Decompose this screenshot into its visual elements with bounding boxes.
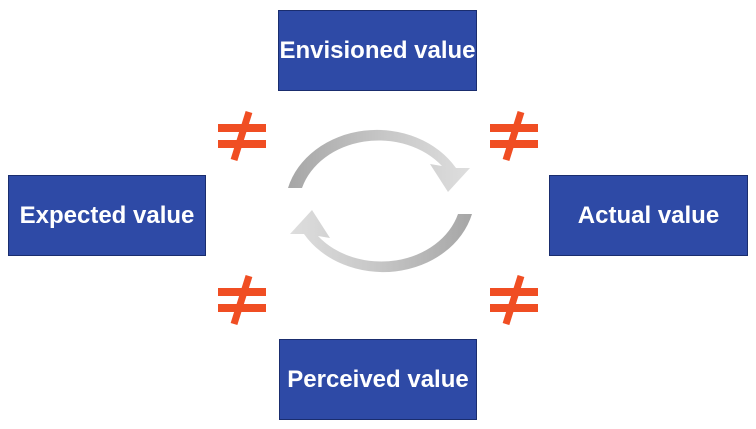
actual-value-label: Actual value: [577, 201, 720, 229]
expected-value-box: Expected value: [8, 175, 206, 256]
envisioned-value-box: Envisioned value: [278, 10, 477, 91]
not-equal-icon: [490, 110, 538, 162]
not-equal-icon: [490, 274, 538, 326]
cycle-arrow-lower: [290, 210, 472, 273]
not-equal-icon: [218, 274, 266, 326]
expected-value-label: Expected value: [19, 201, 195, 229]
not-equal-icon: [218, 110, 266, 162]
cycle-arrows-icon: [288, 129, 472, 273]
perceived-value-box: Perceived value: [279, 339, 477, 420]
perceived-value-label: Perceived value: [287, 365, 469, 393]
cycle-arrow-upper: [288, 129, 470, 192]
envisioned-value-label: Envisioned value: [279, 36, 476, 64]
actual-value-box: Actual value: [549, 175, 748, 256]
